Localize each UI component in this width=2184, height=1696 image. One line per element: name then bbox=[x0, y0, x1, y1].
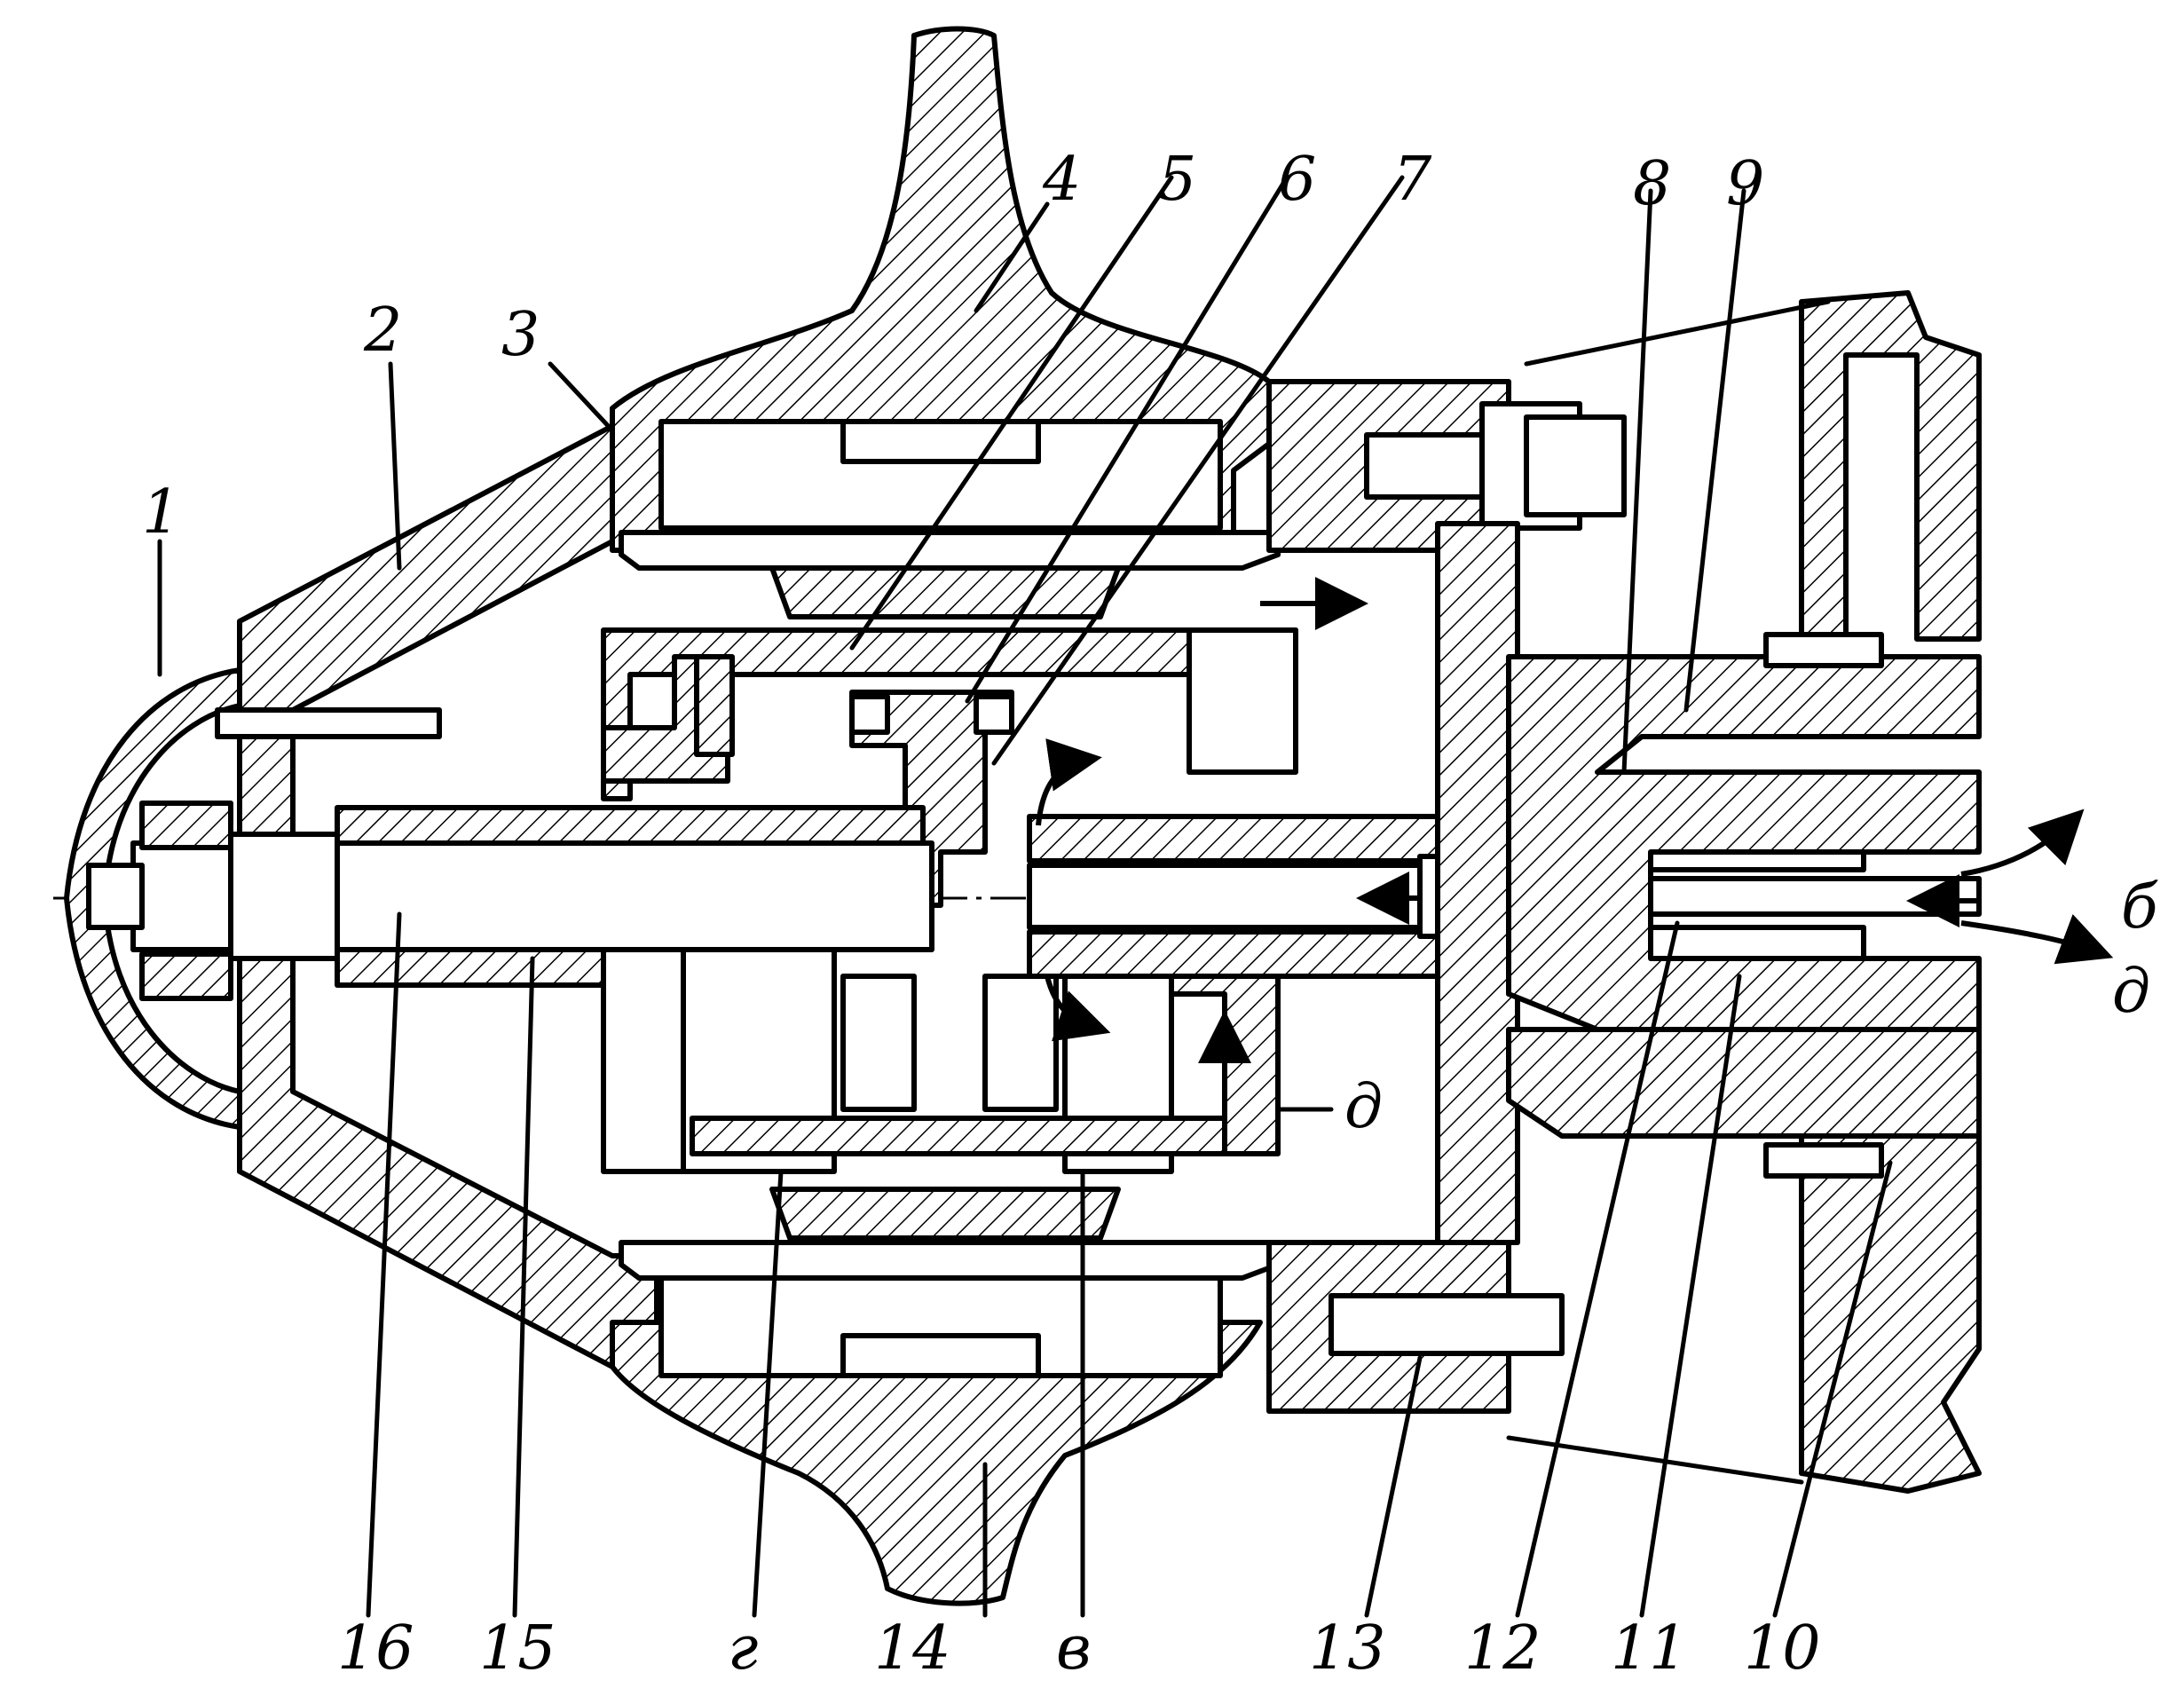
lower-cylinder-wall bbox=[601, 911, 1281, 1174]
callout-14: 14 bbox=[874, 1613, 951, 1684]
flange-bolt-bottom bbox=[1329, 1293, 1565, 1356]
callout-13: 13 bbox=[1309, 1613, 1386, 1684]
callout-d-right: д bbox=[2112, 957, 2150, 1027]
callout-7: 7 bbox=[1393, 145, 1432, 215]
callout-15: 15 bbox=[479, 1613, 556, 1684]
piston bbox=[849, 690, 1014, 908]
callout-d-mid: д bbox=[1344, 1072, 1383, 1142]
callout-12: 12 bbox=[1464, 1613, 1541, 1684]
callout-4: 4 bbox=[1042, 145, 1081, 215]
upper-hub bbox=[610, 26, 1281, 619]
callout-11: 11 bbox=[1611, 1613, 1688, 1684]
flow-arrows bbox=[1036, 577, 2114, 1109]
callout-1: 1 bbox=[142, 477, 180, 548]
callout-10: 10 bbox=[1744, 1613, 1821, 1684]
guide-pin bbox=[215, 707, 442, 739]
callout-5: 5 bbox=[1158, 145, 1196, 215]
callout-2: 2 bbox=[363, 296, 402, 366]
callout-b: б bbox=[2121, 872, 2158, 943]
flange-bolt-top bbox=[1364, 401, 1627, 531]
bearing-upper bbox=[1763, 632, 1884, 668]
central-shaft bbox=[86, 801, 934, 1001]
hub-flange bbox=[1435, 521, 1982, 1245]
shaft-housing bbox=[1506, 290, 1982, 1494]
lower-hub bbox=[610, 1187, 1281, 1606]
callout-v: в bbox=[1056, 1613, 1092, 1684]
callout-g: г bbox=[728, 1613, 758, 1684]
servo-cylinder bbox=[601, 627, 1298, 801]
callout-3: 3 bbox=[501, 300, 540, 370]
callout-6: 6 bbox=[1278, 145, 1316, 215]
bearing-lower bbox=[1763, 1142, 1884, 1179]
callout-9: 9 bbox=[1726, 149, 1764, 219]
leader-lines bbox=[157, 175, 1893, 1618]
callout-16: 16 bbox=[337, 1613, 414, 1684]
callout-8: 8 bbox=[1633, 149, 1671, 219]
